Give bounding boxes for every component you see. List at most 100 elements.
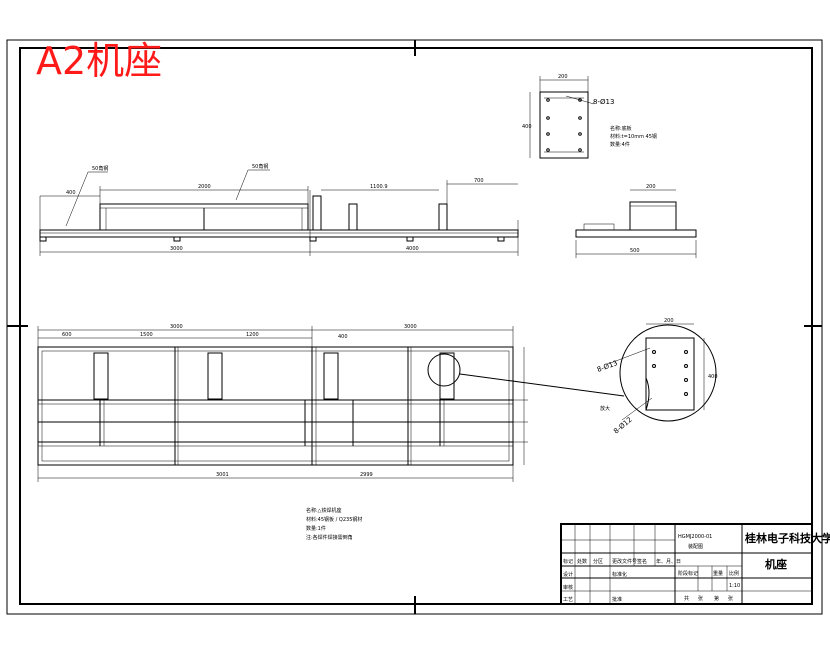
base-plate-view: 200 400 8-Ø13 名称:底板 材料:t=10mm 45钢 数量:4件 <box>522 74 657 159</box>
detail-hole-4 <box>684 392 688 396</box>
tb-university: 桂林电子科技大学 <box>744 531 830 545</box>
detail-dim-top: 200 <box>664 318 674 324</box>
note-4: 注:各焊件焊接需倒角 <box>306 534 353 541</box>
detail-label: 放大 <box>600 405 610 412</box>
detail-circle <box>619 324 717 422</box>
tb-design: 设计 <box>563 571 573 578</box>
plan-dim-total-left: 3000 <box>170 324 183 330</box>
tb-row-label-2: 处数 <box>577 558 587 565</box>
detail-hole-2 <box>684 364 688 368</box>
foot-1 <box>39 236 47 242</box>
plate-hole-2 <box>578 98 582 102</box>
foot-4 <box>406 236 414 242</box>
plan-dim-seg-1: 600 <box>62 332 72 338</box>
detail-hole-leader-2 <box>621 397 653 421</box>
tb-scale: 1:10 <box>729 583 740 589</box>
detail-hole-callout-1: 8-Ø13 <box>596 359 619 374</box>
note-1: 名称:△铁焊机座 <box>306 507 342 514</box>
plan-dim-seg-3: 1200 <box>246 332 259 338</box>
tb-row-label-3: 分区 <box>593 558 603 565</box>
plan-detail-circle <box>427 353 461 387</box>
plate-note-3: 数量:4件 <box>610 141 630 148</box>
plate-hole-3 <box>546 116 550 120</box>
note-2: 材料:45钢板 / Q235钢材 <box>306 516 362 523</box>
base-beam <box>39 229 519 238</box>
foot-2 <box>173 236 181 242</box>
end-base <box>575 229 697 238</box>
detail-hole-leader-1 <box>607 347 651 365</box>
tb-sheet-2: 张 <box>698 595 703 602</box>
tb-row-label-1: 标记 <box>563 558 573 565</box>
tb-row-label-4: 更改文件号 <box>612 558 637 565</box>
post-2 <box>348 203 358 231</box>
notes-block: 名称:△铁焊机座 材料:45钢板 / Q235钢材 数量:1件 注:各焊件焊接需… <box>306 507 362 541</box>
plan-dim-bottom-right: 2999 <box>360 472 373 478</box>
plan-dim-seg-2: 1500 <box>140 332 153 338</box>
plate-outline <box>539 91 589 159</box>
drawing-title: A2机座 <box>36 39 162 83</box>
plan-plate-2 <box>207 352 223 400</box>
plan-outline <box>37 346 514 466</box>
dim-total-left: 3000 <box>170 246 183 252</box>
end-dim-top: 200 <box>646 184 656 190</box>
callout-side-label-2: 50角钢 <box>252 163 268 170</box>
end-frame <box>629 201 677 231</box>
detail-dim-right: 400 <box>708 374 718 380</box>
tb-stage-1: 阶段标记 <box>678 570 698 577</box>
dim-span-mid: 1100.9 <box>370 184 388 190</box>
detail-hole-5 <box>652 350 656 354</box>
plate-hole-7 <box>546 148 550 152</box>
plate-hole-6 <box>578 132 582 136</box>
plan-dim-small: 400 <box>338 334 348 340</box>
tb-sheet-1: 共 <box>684 595 689 602</box>
plate-hole-4 <box>578 116 582 120</box>
plan-dim-total-right: 3000 <box>404 324 417 330</box>
tb-row-label-6: 年、月、日 <box>656 558 681 565</box>
detail-hole-3 <box>684 378 688 382</box>
plate-hole-leader <box>565 95 595 105</box>
tb-stage-2: 重量 <box>713 570 723 577</box>
dim-span-left: 2000 <box>198 184 211 190</box>
plan-inner <box>41 350 510 462</box>
side-elevation-view: 3000 4000 2000 1100.9 700 400 50角钢 50角钢 <box>39 163 519 256</box>
tb-drawing-no: HGMJ2000-01 <box>678 534 712 540</box>
tb-sheet-4: 张 <box>728 595 733 602</box>
tb-stage-3: 比例 <box>729 570 739 577</box>
title-block-frame <box>560 523 813 605</box>
tb-drawing-sub: 装配图 <box>688 543 703 550</box>
leader-1 <box>65 171 89 227</box>
plate-note-1: 名称:底板 <box>610 125 632 132</box>
tb-std: 标准化 <box>612 571 627 578</box>
tb-process: 工艺 <box>563 597 573 603</box>
detail-hole-callout-2: 8-Ø12 <box>612 416 634 436</box>
end-pad <box>583 223 615 231</box>
dim-left-offset: 400 <box>66 190 76 196</box>
detail-leader <box>459 373 625 397</box>
tb-sheet-3: 第 <box>714 595 719 602</box>
tb-check: 审核 <box>563 584 573 591</box>
plate-hole-1 <box>546 98 550 102</box>
plan-plate-1 <box>93 352 109 400</box>
plan-dim-bottom-left: 3001 <box>216 472 229 478</box>
plate-dim-w: 200 <box>558 74 568 80</box>
plate-hole-8 <box>578 148 582 152</box>
plate-note-2: 材料:t=10mm 45钢 <box>610 133 657 140</box>
detail-plate <box>645 337 695 411</box>
note-3: 数量:1件 <box>306 525 326 532</box>
tb-row-label-5: 签名 <box>637 558 647 565</box>
foot-3 <box>309 236 317 242</box>
post-1 <box>312 195 322 231</box>
title-block: HGMJ2000-01 装配图 桂林电子科技大学 机座 标记 处数 分区 更改文… <box>560 523 830 605</box>
dim-span-right: 700 <box>474 178 484 184</box>
plate-hole-5 <box>546 132 550 136</box>
detail-hole-1 <box>684 350 688 354</box>
detail-hole-6 <box>652 364 656 368</box>
callout-side-label-1: 50角钢 <box>92 165 108 172</box>
tb-approve: 批准 <box>612 596 622 603</box>
detail-weld <box>645 377 650 411</box>
plate-hole-callout: 8-Ø13 <box>593 98 614 106</box>
plate-dim-h: 400 <box>522 124 532 130</box>
detail-view: 200 400 8-Ø13 8-Ø12 放大 <box>459 318 718 436</box>
foot-5 <box>497 236 505 242</box>
